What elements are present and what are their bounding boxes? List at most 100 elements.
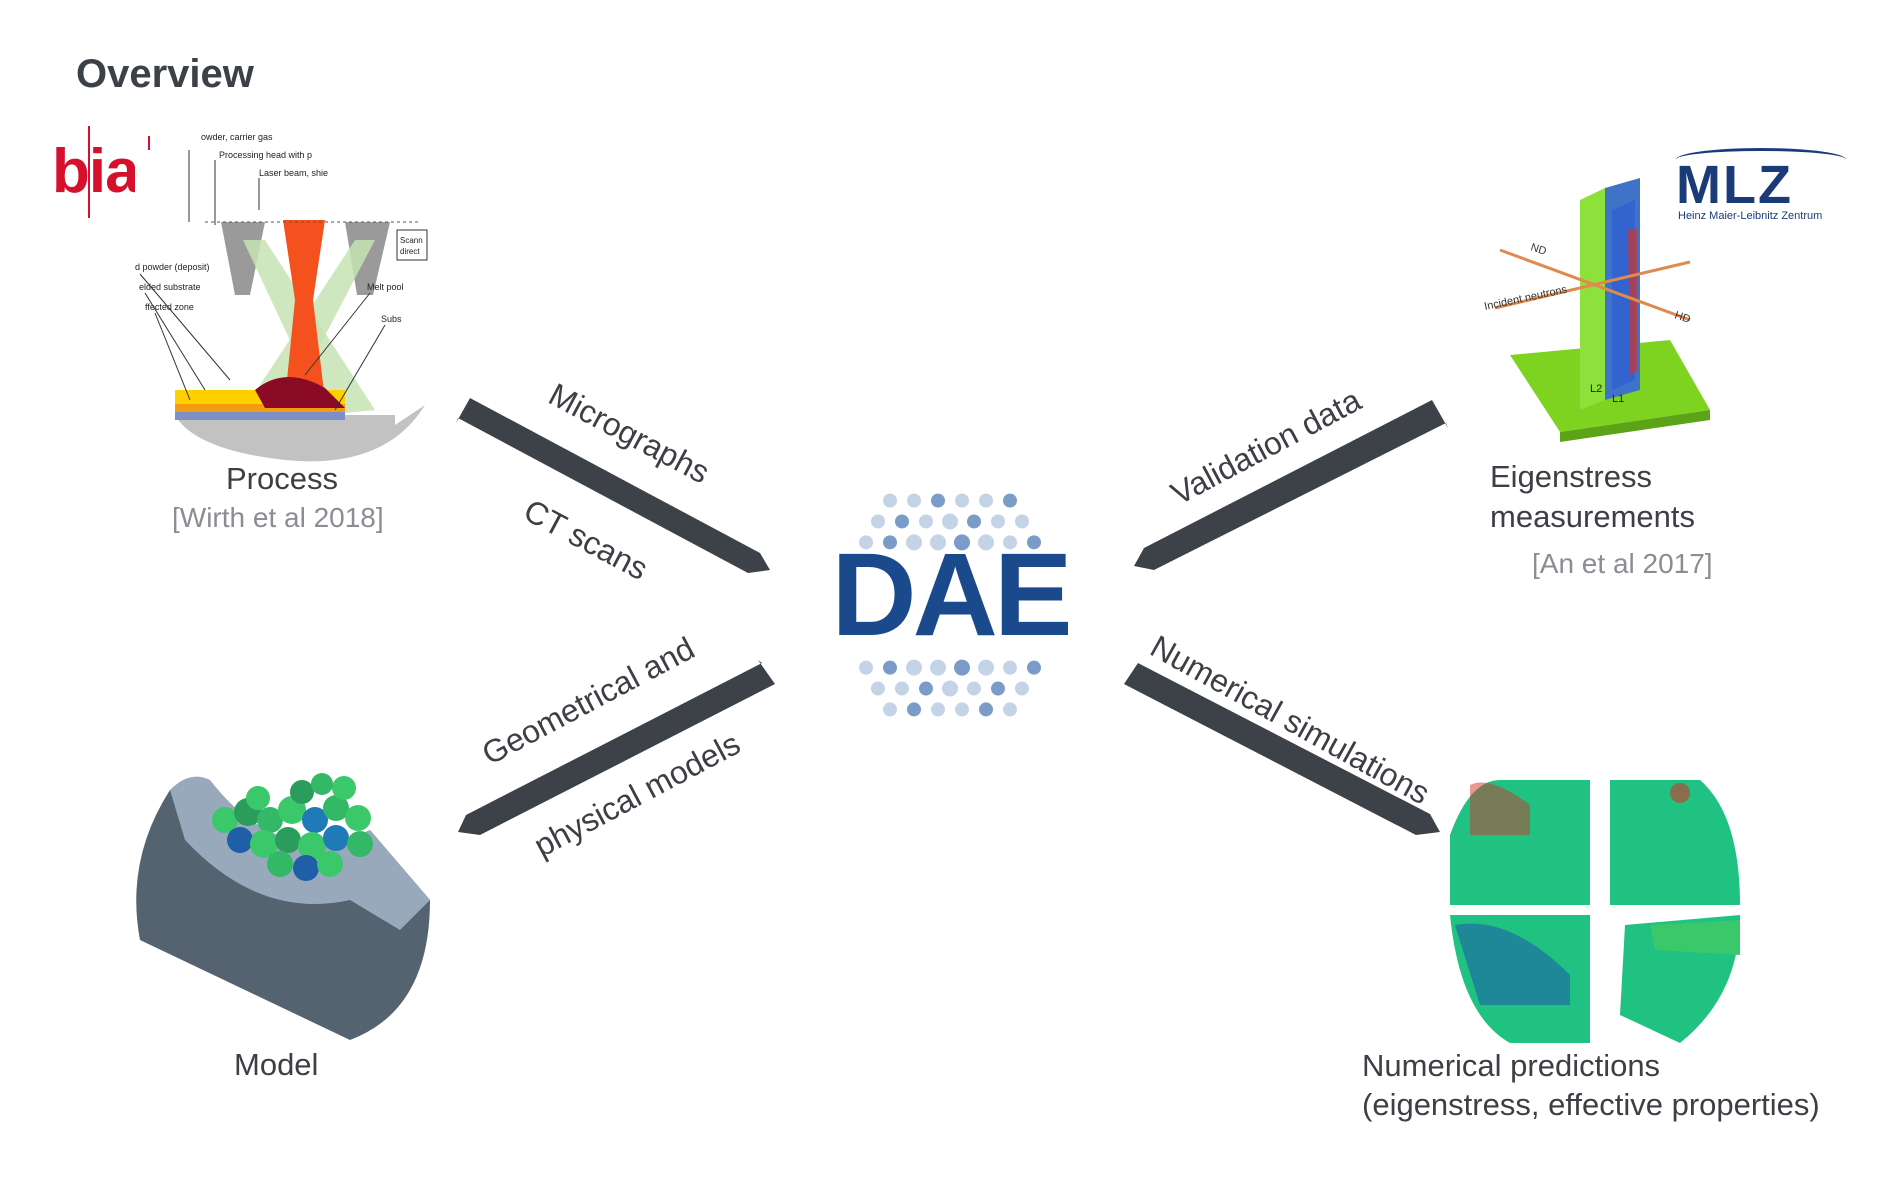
label-l2: L2 bbox=[1590, 383, 1602, 395]
particle bbox=[257, 807, 283, 833]
dae-logo-dot bbox=[1003, 535, 1017, 550]
dae-logo-dot bbox=[871, 681, 885, 696]
dae-logo-dot bbox=[978, 659, 994, 676]
leader-7 bbox=[304, 292, 371, 376]
particle bbox=[311, 773, 333, 795]
particle bbox=[267, 851, 293, 877]
process-caption: Process bbox=[226, 461, 338, 496]
dae-logo-dot bbox=[979, 493, 993, 508]
dae-logo-dot bbox=[1003, 660, 1017, 675]
dae-logo-dot bbox=[883, 660, 897, 675]
arrow-top-right bbox=[1134, 400, 1448, 570]
particle bbox=[275, 827, 301, 853]
prediction-quadrant-3-stress bbox=[1455, 923, 1570, 1005]
dae-logo-dot bbox=[955, 493, 969, 508]
model-particles bbox=[212, 773, 373, 881]
scattered-beam bbox=[1499, 248, 1691, 322]
specimen-stress-hot bbox=[1628, 228, 1638, 375]
dae-logo-dot bbox=[895, 681, 909, 696]
leader-6 bbox=[154, 312, 191, 401]
predictions-caption-line-1: Numerical predictions bbox=[1362, 1048, 1661, 1083]
dae-logo-dot bbox=[931, 702, 945, 717]
label-head: Processing head with p bbox=[219, 150, 312, 160]
mlz-logo-arc bbox=[1676, 148, 1846, 171]
predictions-caption-line-2: (eigenstress, effective properties) bbox=[1362, 1087, 1820, 1122]
dae-logo-dot bbox=[883, 702, 897, 717]
particle bbox=[332, 776, 356, 800]
eigenstress-illustration: ND Incident neutrons HD L1 L2 bbox=[1483, 178, 1710, 442]
dae-logo-dot bbox=[919, 514, 933, 529]
particle bbox=[347, 831, 373, 857]
dae-logo-dot bbox=[967, 681, 981, 696]
prediction-quadrant-2-hot bbox=[1670, 783, 1690, 803]
particle bbox=[323, 825, 349, 851]
dae-logo: DAE bbox=[831, 493, 1073, 717]
label-hd: HD bbox=[1673, 309, 1692, 325]
eigen-reference: [An et al 2017] bbox=[1532, 548, 1713, 579]
dae-logo-dot bbox=[991, 514, 1005, 529]
dae-logo-dot bbox=[1015, 514, 1029, 529]
arrow-top-left bbox=[456, 398, 770, 573]
process-reference: [Wirth et al 2018] bbox=[172, 502, 384, 533]
dae-logo-dot bbox=[978, 534, 994, 551]
laser-beam bbox=[283, 220, 325, 400]
particle bbox=[246, 786, 270, 810]
affected-zone-layer bbox=[175, 412, 345, 420]
dae-logo-dot bbox=[942, 513, 958, 530]
eigen-caption-line-1: Eigenstress bbox=[1490, 459, 1652, 494]
mlz-logo-text: MLZ bbox=[1676, 155, 1793, 215]
dae-logo-dot bbox=[1027, 535, 1041, 550]
leader-4 bbox=[139, 273, 231, 381]
scan-box bbox=[396, 229, 428, 261]
particle bbox=[323, 795, 349, 821]
dae-logo-dot bbox=[1015, 681, 1029, 696]
dae-logo-dot bbox=[954, 534, 970, 551]
dae-logo-dot bbox=[907, 702, 921, 717]
arrow-bottom-right bbox=[1124, 660, 1440, 835]
particle bbox=[345, 805, 371, 831]
arrow-bottom-left bbox=[458, 660, 775, 835]
label-subs: Subs bbox=[381, 314, 402, 324]
dae-logo-dot bbox=[859, 535, 873, 550]
dae-logo-dot bbox=[906, 534, 922, 551]
mlz-logo-subtitle: Heinz Maier-Leibnitz Zentrum bbox=[1678, 210, 1823, 222]
bias-logo-line-1 bbox=[88, 126, 90, 218]
predictions-illustration bbox=[1450, 780, 1740, 1043]
dae-logo-dot bbox=[930, 534, 946, 551]
label-scan: Scann bbox=[400, 236, 423, 245]
label-zone: ffected zone bbox=[145, 302, 194, 312]
eigen-caption-line-2: measurements bbox=[1490, 499, 1696, 534]
specimen-wall-left bbox=[1580, 188, 1605, 410]
dae-logo-dot bbox=[906, 659, 922, 676]
dae-logo-text: DAE bbox=[831, 529, 1068, 661]
page-title: Overview bbox=[76, 52, 254, 96]
dae-logo-dot bbox=[1003, 493, 1017, 508]
label-powder: owder, carrier gas bbox=[201, 132, 273, 142]
leader-5 bbox=[144, 292, 206, 391]
label-nd: ND bbox=[1529, 241, 1548, 257]
dae-logo-dots bbox=[859, 493, 1041, 717]
label-melt: Melt pool bbox=[367, 282, 404, 292]
process-illustration: owder, carrier gas Processing head with … bbox=[135, 132, 435, 462]
dae-logo-dot bbox=[991, 681, 1005, 696]
particle bbox=[250, 830, 278, 858]
particle bbox=[212, 807, 238, 833]
particle bbox=[227, 827, 253, 853]
dae-logo-dot bbox=[942, 680, 958, 697]
particle bbox=[317, 851, 343, 877]
prediction-quadrant-4-particles bbox=[1650, 920, 1740, 955]
prediction-quadrant-1-hot bbox=[1470, 782, 1530, 835]
dae-logo-dot bbox=[883, 535, 897, 550]
dae-logo-dot bbox=[979, 702, 993, 717]
model-caption: Model bbox=[234, 1047, 319, 1082]
dae-logo-dot bbox=[955, 702, 969, 717]
label-scan-2: direct bbox=[400, 247, 420, 256]
dae-logo-dot bbox=[1003, 702, 1017, 717]
mlz-logo: MLZ Heinz Maier-Leibnitz Zentrum bbox=[1676, 148, 1852, 228]
dae-logo-dot bbox=[907, 493, 921, 508]
leader-8 bbox=[334, 324, 386, 411]
heat-affected-layer bbox=[175, 404, 345, 414]
dae-logo-dot bbox=[930, 659, 946, 676]
dae-logo-dot bbox=[883, 493, 897, 508]
